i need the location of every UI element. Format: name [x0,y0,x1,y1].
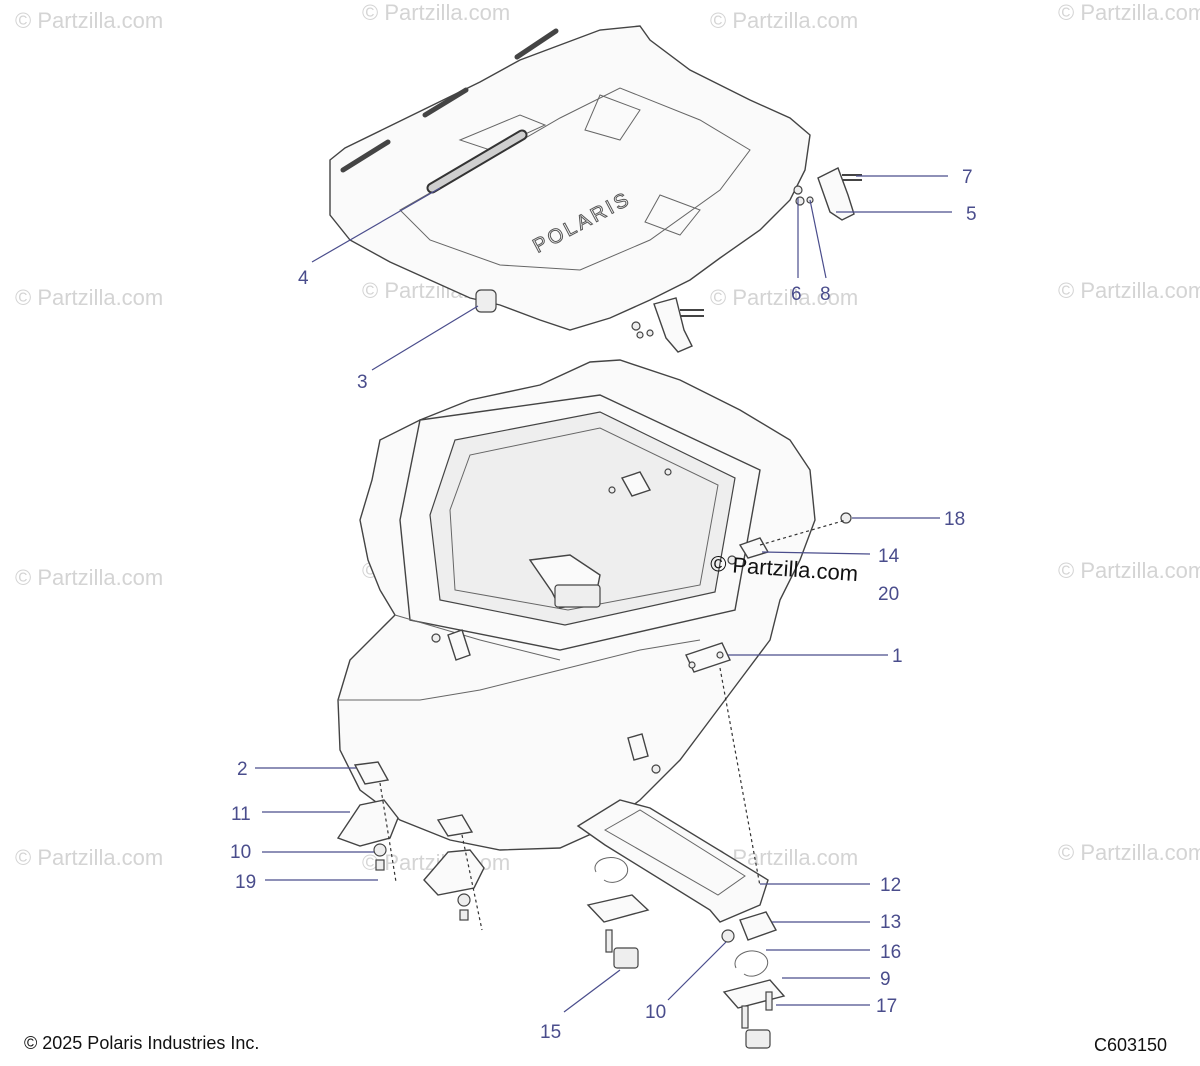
callout-12[interactable]: 12 [880,875,901,896]
watermark: © Partzilla.com [1058,0,1200,25]
callout-18[interactable]: 18 [944,509,965,530]
latch-14[interactable] [727,512,852,565]
callout-20[interactable]: 20 [878,584,899,605]
callout-7[interactable]: 7 [962,167,973,188]
nut-block[interactable] [745,1029,771,1049]
bracket-13[interactable] [739,911,778,941]
watermark: © Partzilla.com [15,8,163,33]
watermark: © Partzilla.com [1058,840,1200,865]
mounting-plate[interactable] [576,799,769,923]
watermark: © Partzilla.com [15,285,163,310]
callout-10[interactable]: 10 [645,1002,666,1023]
callout-14[interactable]: 14 [878,546,900,567]
callout-6[interactable]: 6 [791,284,802,305]
watermark: © Partzilla.com [1058,558,1200,583]
callout-1[interactable]: 1 [892,646,903,667]
watermark: © Partzilla.com [1058,278,1200,303]
callout-13[interactable]: 13 [880,912,901,933]
callout-19[interactable]: 19 [235,872,256,893]
lid-rod[interactable] [426,129,528,194]
hold-down-left[interactable] [353,761,474,837]
watermark: © Partzilla.com [710,285,858,310]
mount-block[interactable] [336,799,485,896]
callout-2[interactable]: 2 [237,759,248,780]
watermark: © Partzilla.com [710,8,858,33]
callout-8[interactable]: 8 [820,284,831,305]
callout-4[interactable]: 4 [298,268,309,289]
latch-upper[interactable] [793,167,862,221]
watermark: © Partzilla.com [362,0,510,25]
bushing[interactable] [475,289,497,313]
callout-9[interactable]: 9 [880,969,891,990]
callout-11[interactable]: 11 [231,804,251,825]
hinge-pins[interactable] [340,28,559,173]
copyright-text: © 2025 Polaris Industries Inc. [24,1033,260,1053]
callout-17[interactable]: 17 [876,996,897,1017]
watermark: © Partzilla.com [15,845,163,870]
callout-16[interactable]: 16 [880,942,901,963]
callout-10[interactable]: 10 [230,842,251,863]
watermark: © Partzilla.com [15,565,163,590]
callout-3[interactable]: 3 [357,372,368,393]
plate-9[interactable] [586,894,786,1009]
cargo-box-body[interactable] [337,359,816,851]
diagram-code: C603150 [1094,1035,1168,1055]
latch-lower[interactable] [631,297,704,353]
callout-5[interactable]: 5 [966,204,977,225]
nut-block[interactable] [613,947,639,969]
callouts: 4 3 7 5 6 8 18 14 20 1 2 11 10 19 12 13 … [230,167,977,1043]
leader-lines [255,175,952,1013]
callout-15[interactable]: 15 [540,1022,561,1043]
